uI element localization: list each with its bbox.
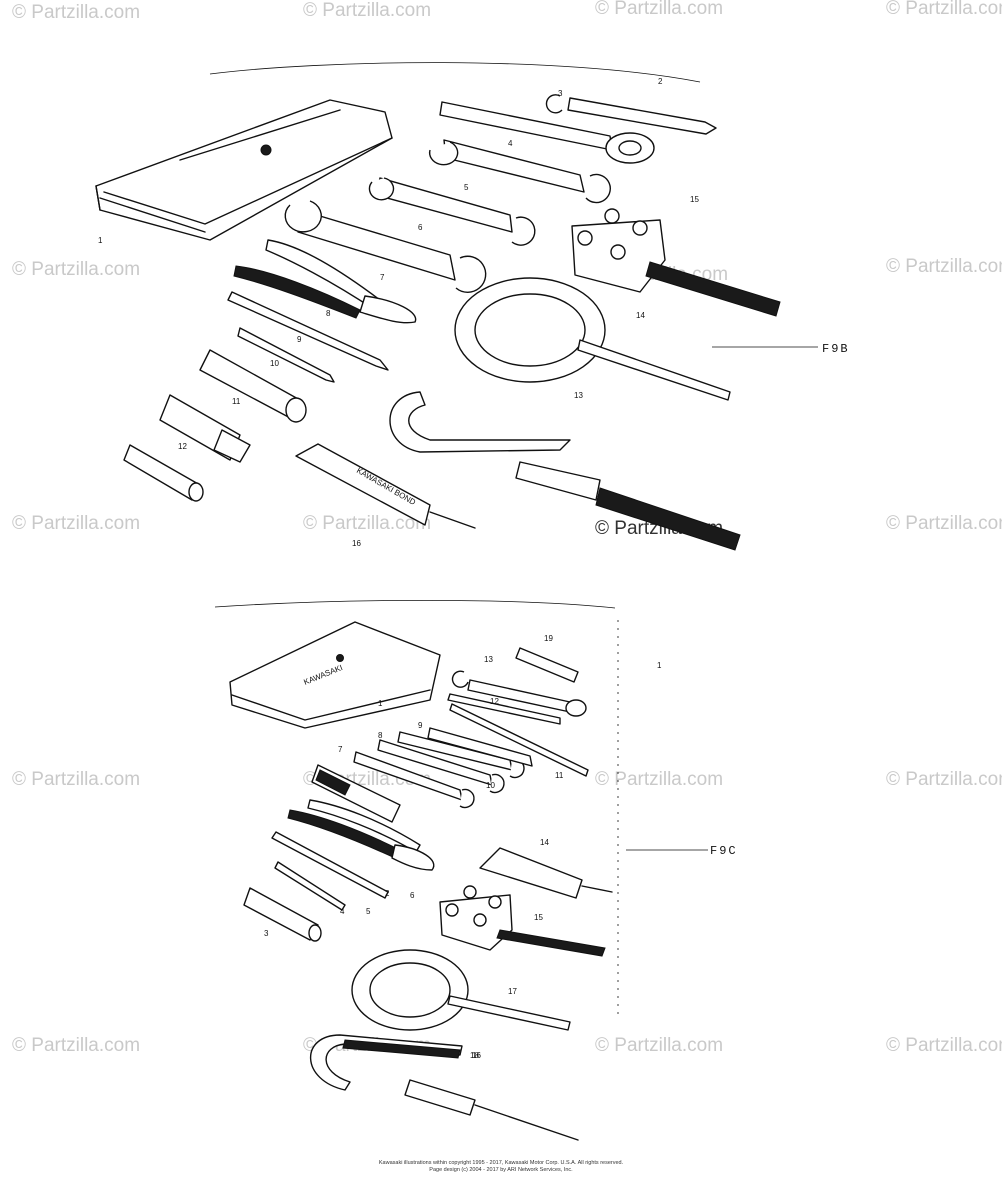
watermark: © Partzilla.com (303, 0, 431, 21)
callout-number: 16 (472, 1051, 481, 1060)
figure-label: F9C (710, 844, 738, 858)
callout-number: 12 (178, 442, 187, 451)
diagram-bottom: KAWASAKI (214, 599, 738, 1141)
screwdriver-9 (237, 327, 335, 383)
c-spanner (309, 1034, 579, 1141)
callout-number: 5 (366, 907, 371, 916)
pin-19 (515, 647, 579, 683)
tool-bag (95, 99, 393, 241)
callout-number: 5 (464, 183, 469, 192)
footer: Kawasaki illustrations within copyright … (379, 1160, 624, 1173)
callout-number: 4 (340, 907, 345, 916)
callout-number: 9 (297, 335, 302, 344)
screwdriver-8 (227, 291, 389, 371)
ring-wrench-3 (439, 101, 655, 164)
callout-number: 6 (418, 223, 423, 232)
diagram-top: KAWASAKI BOND 1 2 3 4 5 6 7 8 9 10 11 12… (95, 62, 850, 551)
callout-number: 4 (508, 139, 513, 148)
callout-number: 8 (378, 731, 383, 740)
driver-handle (243, 887, 322, 942)
callout-number: 11 (555, 771, 564, 780)
wrench-5 (368, 177, 536, 246)
tool-bag: KAWASAKI (229, 621, 441, 729)
watermark-layer: © Partzilla.com © Partzilla.com © Partzi… (12, 0, 1002, 1056)
callout-number: 14 (540, 838, 549, 847)
callout-number: 8 (326, 309, 331, 318)
callout-number: 19 (544, 634, 553, 643)
callout-number: 12 (490, 697, 499, 706)
copyright-line: Kawasaki illustrations within copyright … (379, 1160, 624, 1166)
callout-number: 3 (558, 89, 563, 98)
callout-number: 1 (98, 236, 103, 245)
callout-number: 2 (385, 889, 390, 898)
wrench-4 (428, 139, 611, 204)
callout-number: 15 (690, 195, 699, 204)
callout-number: 2 (658, 77, 663, 86)
callout-number: 9 (418, 721, 423, 730)
watermark: © Partzilla.com (595, 1035, 723, 1056)
callout-number: 18 (470, 1051, 479, 1060)
clutch-holder-14 (454, 277, 731, 401)
callout-number: 13 (574, 391, 583, 400)
ring-wrench (447, 670, 587, 725)
callout-number: 3 (264, 929, 269, 938)
copyright-line: Page design (c) 2004 - 2017 by ARI Netwo… (429, 1167, 573, 1173)
watermark: © Partzilla.com (886, 256, 1002, 277)
wrench-6 (284, 200, 487, 293)
pliers (287, 799, 435, 871)
socket-12 (123, 444, 204, 502)
figure-label: F9B (822, 342, 850, 356)
callout-number: 13 (484, 655, 493, 664)
watermark: © Partzilla.com (12, 2, 140, 23)
callout-number: 10 (270, 359, 279, 368)
callout-number: 11 (232, 397, 241, 406)
callout-number: 17 (508, 987, 517, 996)
callout-number: 16 (352, 539, 361, 548)
callout-number: 1 (657, 661, 662, 670)
clutch-holder (351, 949, 571, 1031)
border-arc (214, 599, 616, 609)
watermark: © Partzilla.com (595, 0, 723, 19)
wrench-2 (545, 94, 717, 135)
pliers-7 (233, 239, 417, 324)
watermark: © Partzilla.com (886, 0, 1002, 19)
watermark: © Partzilla.com (12, 1035, 140, 1056)
callout-number: 10 (486, 781, 495, 790)
watermark: © Partzilla.com (12, 259, 140, 280)
callout-number: 14 (636, 311, 645, 320)
callout-number: 1 (378, 699, 383, 708)
plug-wrench (311, 764, 401, 823)
watermark: © Partzilla.com (595, 769, 723, 790)
wrench-set (353, 703, 589, 809)
watermark: © Partzilla.com (886, 769, 1002, 790)
watermark: © Partzilla.com (303, 513, 431, 534)
border-arc (209, 62, 701, 83)
callout-number: 7 (380, 273, 385, 282)
bond-tube (479, 847, 613, 899)
screwdriver (271, 831, 389, 911)
plug-wrench-11 (159, 394, 251, 463)
watermark: © Partzilla.com (12, 513, 140, 534)
callout-number: 6 (410, 891, 415, 900)
callout-number: 15 (534, 913, 543, 922)
watermark: © Partzilla.com (886, 1035, 1002, 1056)
holder-tool-15 (571, 208, 781, 317)
watermark: © Partzilla.com (886, 513, 1002, 534)
driver-handle-10 (199, 349, 307, 423)
holder-tool (439, 885, 606, 957)
callout-number: 7 (338, 745, 343, 754)
c-spanner-13 (389, 391, 741, 551)
watermark: © Partzilla.com (12, 769, 140, 790)
